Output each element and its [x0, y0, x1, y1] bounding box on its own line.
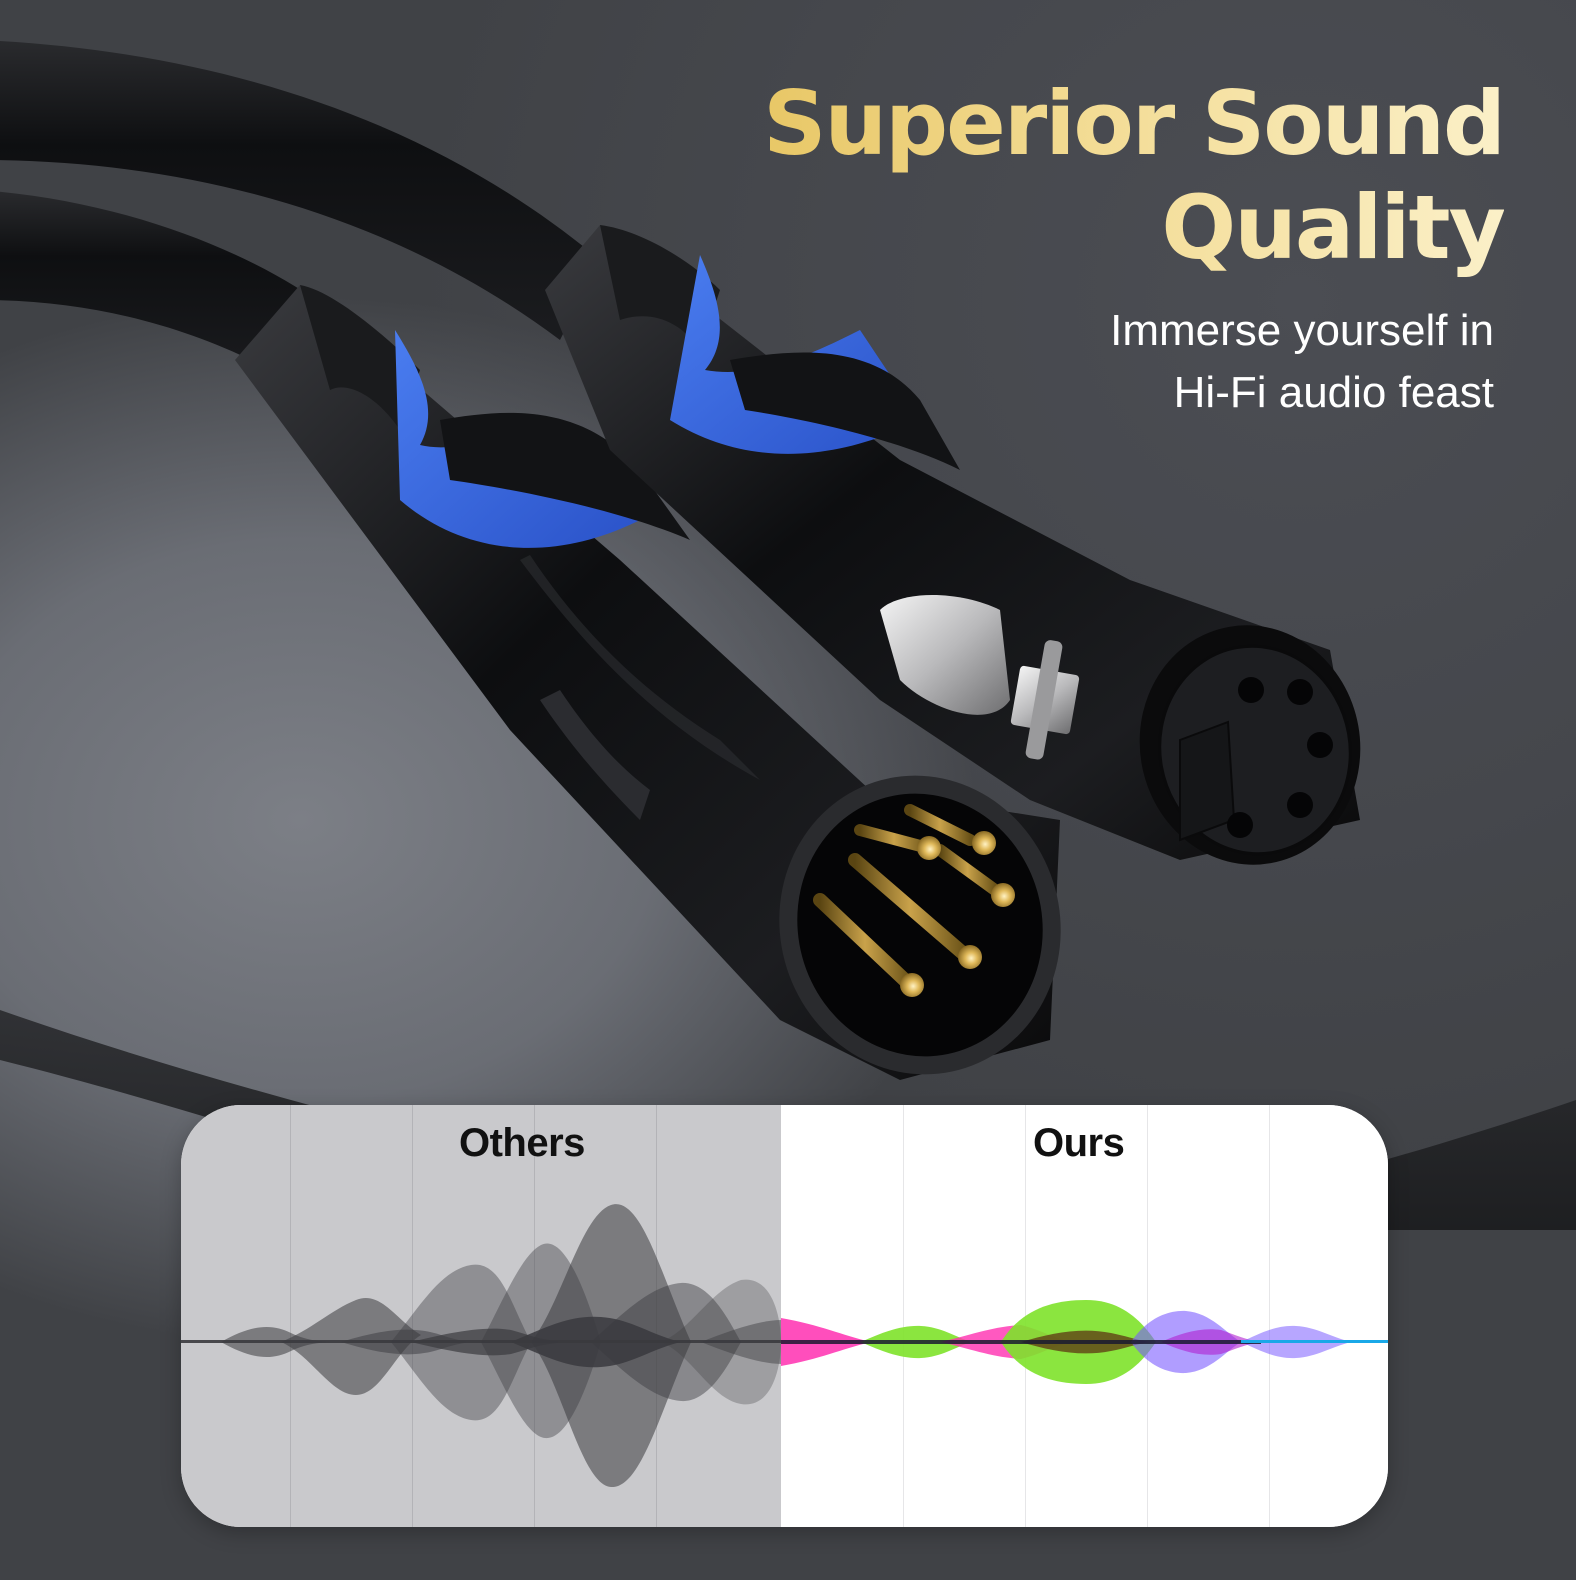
cable-upper [0, 41, 600, 380]
female-sockets [1227, 677, 1333, 838]
grid-line [412, 1105, 413, 1527]
subheadline-line-1: Immerse yourself in [1110, 306, 1494, 355]
ours-label: Ours [1033, 1121, 1125, 1165]
subheadline: Immerse yourself in Hi-Fi audio feast [1110, 300, 1494, 424]
grid-line [1147, 1105, 1148, 1527]
male-pins [813, 804, 1015, 997]
others-label: Others [459, 1121, 585, 1165]
xlr-male-connector [235, 285, 1061, 1080]
headline: Superior Sound Quality [763, 72, 1504, 280]
subheadline-line-2: Hi-Fi audio feast [1173, 368, 1494, 417]
grid-line [290, 1105, 291, 1527]
sound-comparison-panel: Others Ours [181, 1105, 1388, 1527]
others-panel: Others [181, 1105, 781, 1527]
grid-line [903, 1105, 904, 1527]
xlr-female-connector [545, 225, 1361, 865]
others-waveform [181, 1204, 781, 1488]
grid-line [1269, 1105, 1270, 1527]
grid-line [534, 1105, 535, 1527]
headline-line-1: Superior Sound [763, 72, 1504, 175]
waveform-graphic [181, 1204, 1388, 1488]
ours-waveform [781, 1300, 1388, 1384]
headline-line-2: Quality [1161, 176, 1504, 279]
